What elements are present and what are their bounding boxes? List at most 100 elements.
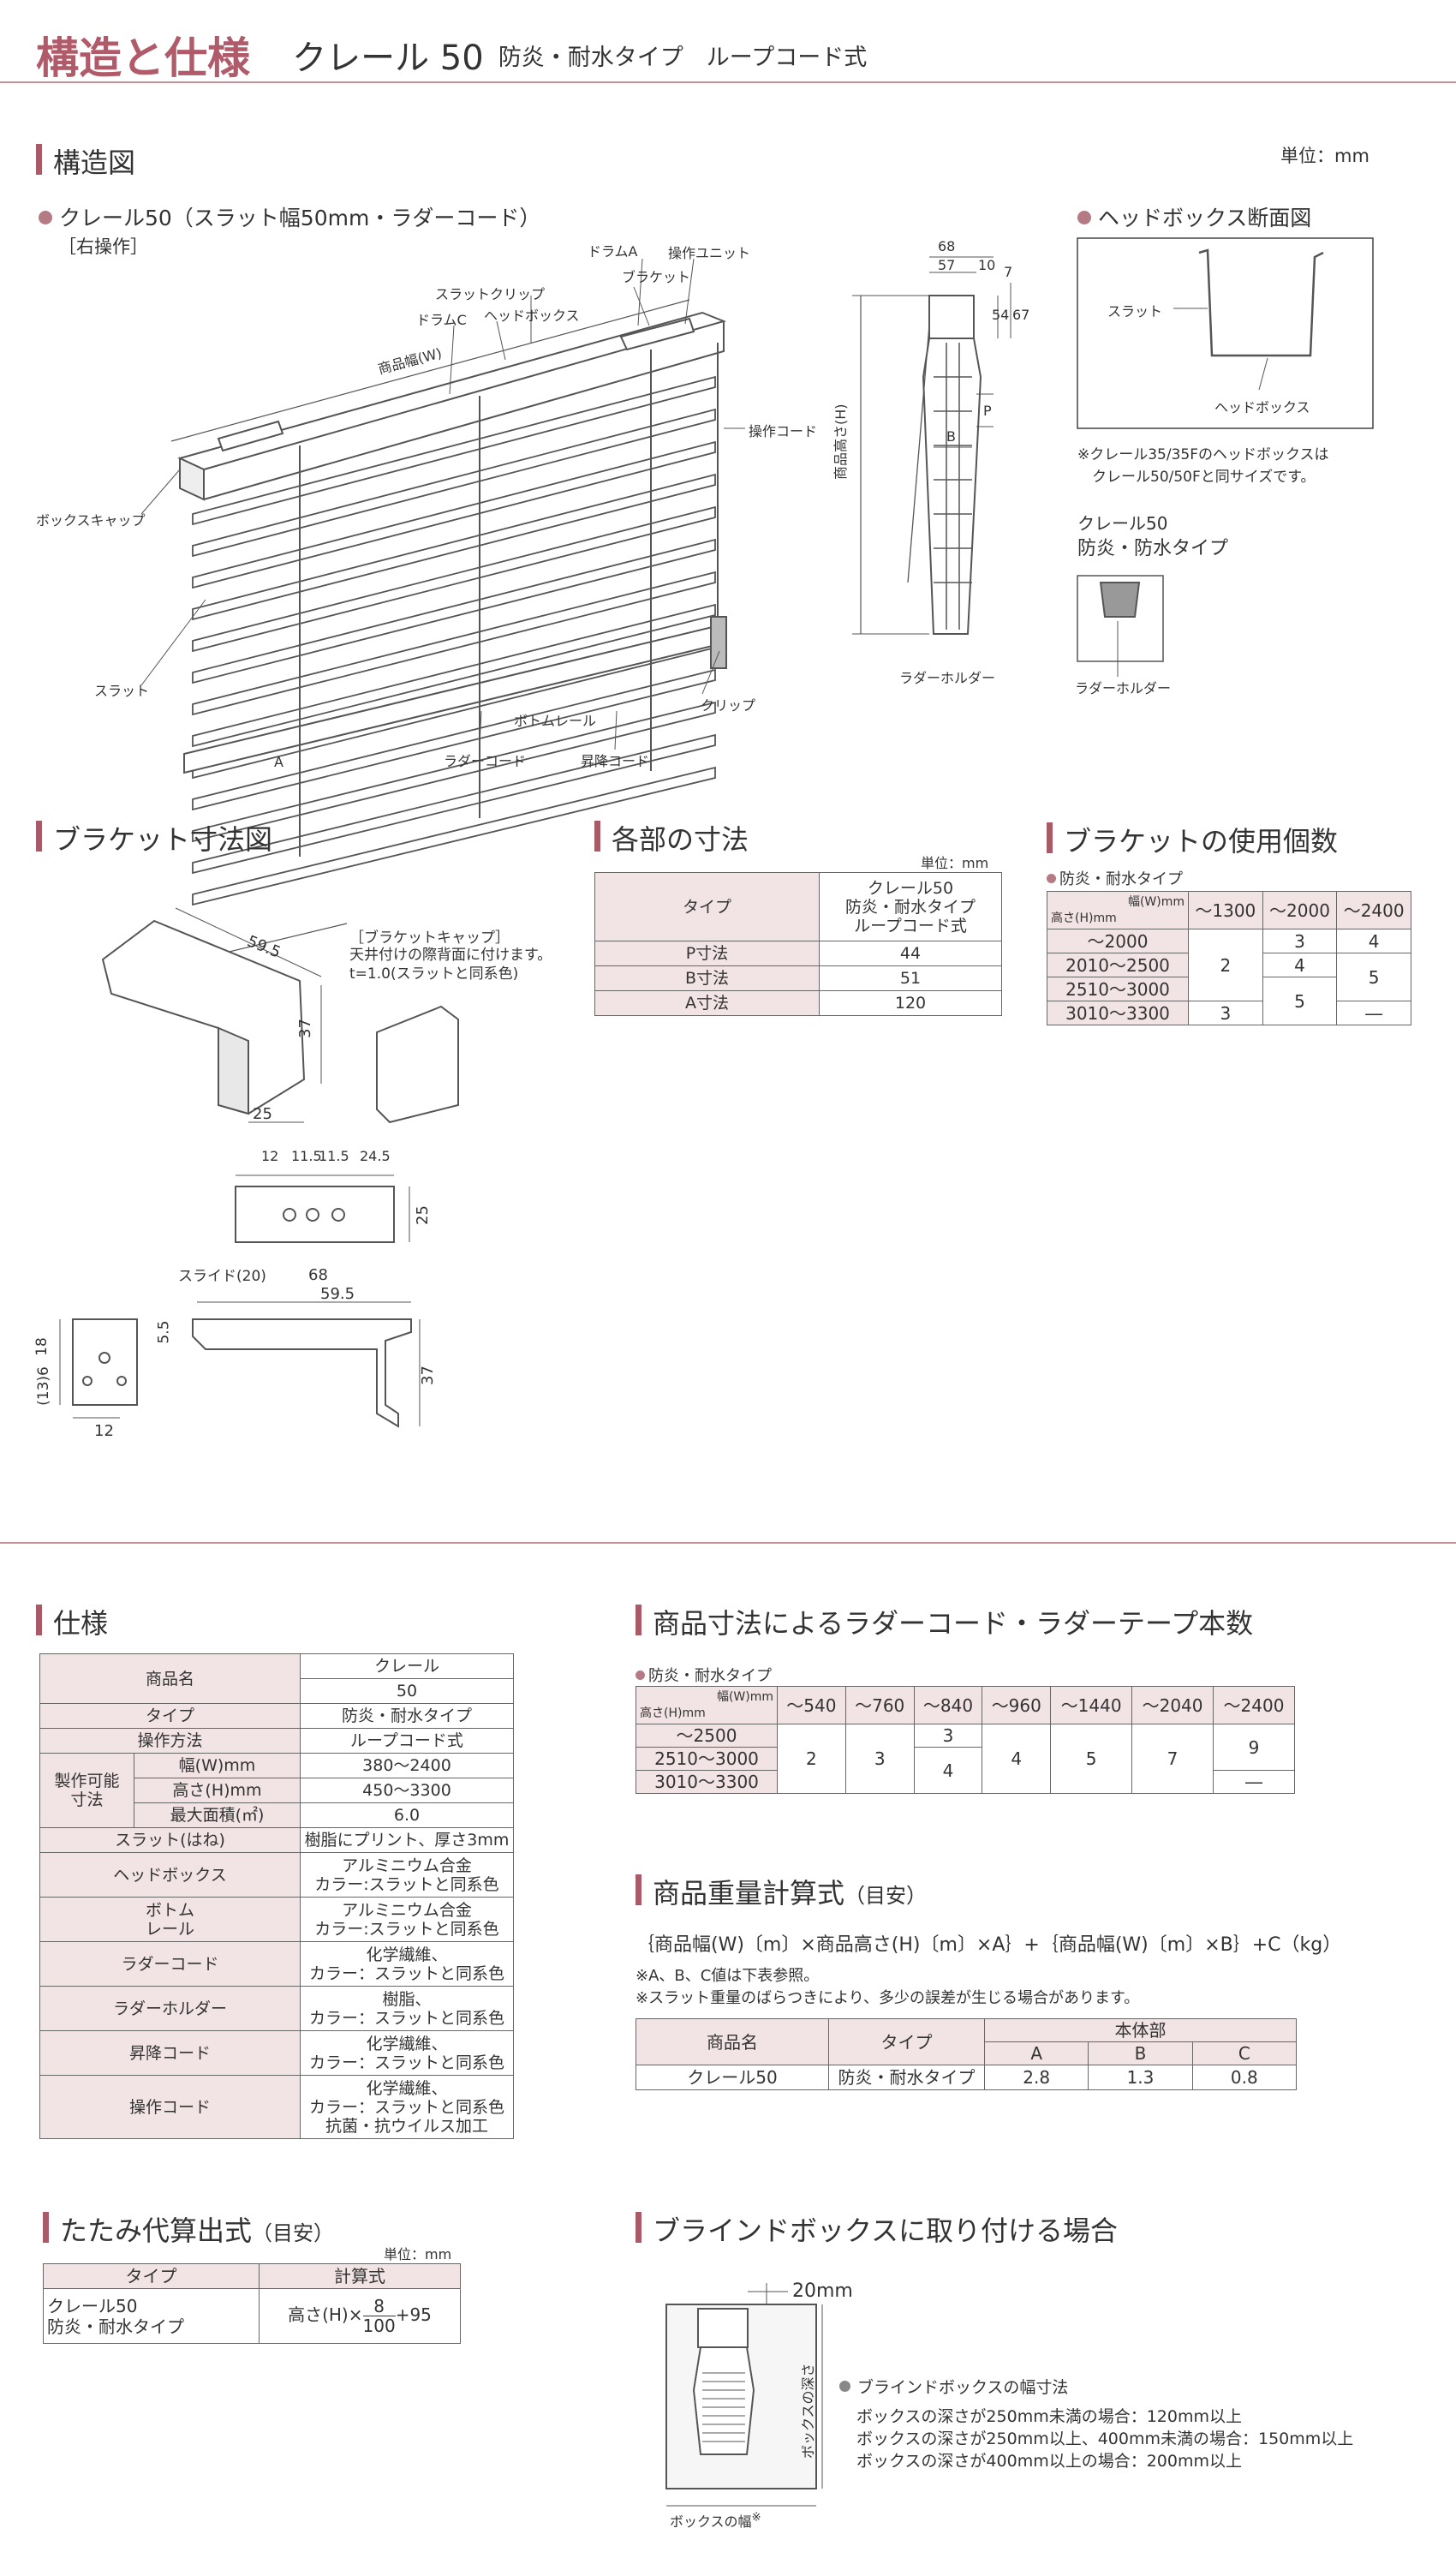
box-width-title: ブラインドボックスの幅寸法	[839, 2375, 1068, 2398]
label-operation-cord: 操作コード	[749, 423, 818, 439]
section-bar	[43, 2212, 49, 2243]
section-bar	[1047, 822, 1053, 853]
ladder-count-row: ～2500	[636, 1724, 778, 1748]
label-ladder-holder-side: ラダーホルダー	[899, 670, 996, 686]
bracket-count-cell: 3	[1262, 929, 1338, 953]
parts-header-product: クレール50 防炎・耐水タイプ ループコード式	[819, 872, 1002, 941]
spec-key: 昇降コード	[39, 2030, 301, 2076]
label-operation-unit: 操作ユニット	[668, 245, 751, 261]
ladder-count-col: ～2040	[1131, 1686, 1214, 1724]
bracket-count-cell: 2	[1188, 929, 1263, 1001]
dim-10: 10	[978, 257, 996, 273]
bullet-icon	[1077, 211, 1091, 224]
spec-key: 幅(W)mm	[134, 1753, 301, 1778]
label-drum-a: ドラムA	[588, 243, 638, 260]
weight-cell: 0.8	[1191, 2065, 1298, 2090]
bracket-count-row: 2010～2500	[1047, 953, 1189, 977]
dim-11-5b: 11.5	[319, 1148, 349, 1164]
weight-cell: 防炎・耐水タイプ	[828, 2065, 985, 2090]
product-subtitle: 防炎・耐水タイプ ループコード式	[498, 44, 868, 71]
hb-type: 防炎・防水タイプ	[1077, 538, 1229, 559]
bracket-count-row: ～2000	[1047, 929, 1189, 953]
stack-header: タイプ	[43, 2263, 260, 2289]
section-bar	[636, 1874, 641, 1905]
dim-12b: 12	[94, 1422, 114, 1440]
dim-12: 12	[261, 1148, 279, 1164]
stack-type-cell: クレール50 防炎・耐水タイプ	[43, 2288, 260, 2344]
dim-7: 7	[1004, 264, 1013, 280]
weight-cell: クレール50	[636, 2065, 829, 2090]
box-rule-1: ボックスの深さが250mm未満の場合：120mm以上	[856, 2407, 1242, 2426]
cap-title: ［ブラケットキャップ］	[349, 929, 510, 947]
ladder-count-cell: 3	[844, 1724, 915, 1794]
cap-line1: 天井付けの際背面に付けます。	[349, 947, 552, 964]
dim-67: 67	[1012, 307, 1030, 323]
hb-label-ladder-holder: ラダーホルダー	[1075, 680, 1172, 696]
weight-header: 商品名	[636, 2018, 829, 2065]
spec-value: 化学繊維、 カラー：スラットと同系色 抗菌・抗ウイルス加工	[299, 2075, 515, 2139]
box-dim-20mm: 20mm	[792, 2280, 853, 2302]
ladder-count-col: ～960	[982, 1686, 1052, 1724]
bullet-icon	[39, 211, 52, 224]
weight-formula: ｛商品幅(W)〔m〕×商品高さ(H)〔m〕×A｝+｛商品幅(W)〔m〕×B｝+C…	[636, 1934, 1342, 1956]
stack-unit: 単位：mm	[384, 2246, 452, 2262]
bracket-count-cell: ―	[1336, 1001, 1411, 1025]
label-headbox: ヘッドボックス	[484, 308, 580, 324]
spec-key: 製作可能 寸法	[39, 1753, 134, 1828]
parts-row-key: P寸法	[594, 941, 820, 966]
label-p: P	[983, 403, 992, 419]
hb-note: ※クレール35/35Fのヘッドボックスは クレール50/50Fと同サイズです。	[1077, 446, 1329, 486]
box-rule-3: ボックスの深さが400mm以上の場合：200mm以上	[856, 2452, 1242, 2471]
section-bar	[594, 821, 600, 852]
bracket-count-col: ～1300	[1188, 891, 1263, 929]
bracket-count-type: 防炎・耐水タイプ	[1047, 867, 1183, 889]
spec-value: 化学繊維、 カラー：スラットと同系色	[299, 2030, 515, 2076]
label-bracket: ブラケット	[622, 269, 691, 285]
section-title-stack: たたみ代算出式（目安）	[60, 2214, 335, 2247]
ladder-count-cell: 4	[982, 1724, 1052, 1794]
spec-key: 商品名	[39, 1653, 301, 1704]
section-title-bracket-count: ブラケットの使用個数	[1064, 825, 1339, 858]
weight-header: タイプ	[828, 2018, 985, 2065]
bracket-count-row: 2510～3000	[1047, 977, 1189, 1001]
section-title-weight: 商品重量計算式（目安）	[653, 1877, 928, 1910]
section-title-structure: 構造図	[53, 146, 136, 179]
spec-key: 操作コード	[39, 2075, 301, 2139]
dim-11-5a: 11.5	[291, 1148, 322, 1164]
parts-row-value: 51	[819, 965, 1002, 991]
label-bottom-rail: ボトムレール	[514, 713, 597, 729]
bullet-icon	[636, 1670, 645, 1680]
ladder-count-col: ～760	[844, 1686, 915, 1724]
box-depth-label: ボックスの深さ	[800, 2363, 816, 2459]
weight-note-1: ※A、B、C値は下表参照。	[636, 1967, 820, 1985]
parts-header-type: タイプ	[594, 872, 820, 941]
structure-main-label: クレール50（スラット幅50mm・ラダーコード）	[39, 201, 540, 232]
label-drum-c: ドラムC	[416, 312, 467, 328]
page-header: 構造と仕様 クレール 50 防炎・耐水タイプ ループコード式	[36, 24, 868, 83]
weight-note-2: ※スラット重量のばらつきにより、多少の誤差が生じる場合があります。	[636, 1989, 1140, 2007]
section-bar	[636, 2212, 641, 2243]
ladder-count-cell: 5	[1050, 1724, 1133, 1794]
spec-key: 操作方法	[39, 1728, 301, 1754]
label-box-cap: ボックスキャップ	[36, 512, 146, 529]
product-name: クレール 50	[292, 39, 484, 78]
spec-table: 商品名クレール 50 タイプ防炎・耐水タイプ 操作方法ループコード式 製作可能 …	[39, 1653, 515, 2139]
spec-value: アルミニウム合金 カラー:スラットと同系色	[299, 1897, 515, 1942]
spec-value: クレール	[299, 1653, 515, 1679]
ladder-count-col: ～540	[777, 1686, 846, 1724]
dim-24-5: 24.5	[360, 1148, 391, 1164]
box-width-label: ボックスの幅※	[670, 2511, 761, 2530]
section-title-blind-box: ブラインドボックスに取り付ける場合	[653, 2214, 1119, 2247]
bullet-icon	[839, 2381, 850, 2392]
section-title-bracket-dim: ブラケット寸法図	[53, 823, 273, 856]
label-a: A	[274, 754, 283, 770]
ladder-count-cell: ―	[1213, 1770, 1295, 1794]
mid-rule	[0, 1542, 1456, 1544]
bracket-count-cell: 5	[1262, 977, 1338, 1025]
parts-row-value: 120	[819, 990, 1002, 1016]
bullet-icon	[1047, 874, 1056, 883]
section-bar	[636, 1605, 641, 1635]
spec-value: 450～3300	[299, 1778, 515, 1803]
